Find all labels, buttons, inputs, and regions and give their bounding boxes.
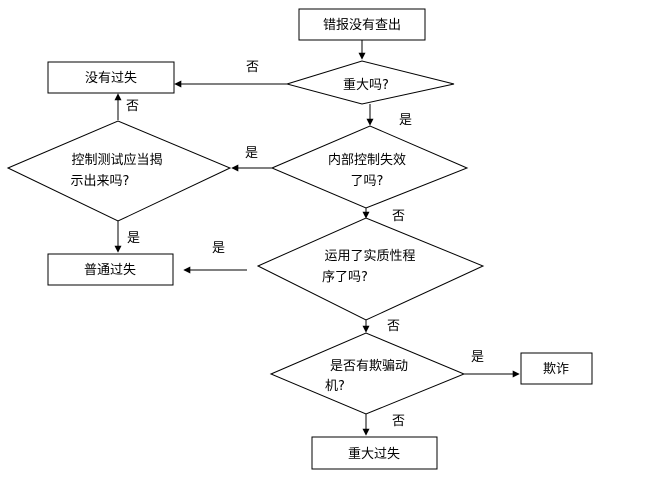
node-ordinary-negligence: 普通过失 [47,253,174,286]
node-no-misstatement: 没有过失 [47,61,175,94]
node-major-question-text: 重大吗? [343,77,389,93]
label-substantive-yes: 是 [212,241,225,256]
node-substantive-question-text-2: 序了吗? [322,270,368,285]
node-fraud-question-text-1: 是否有欺骗动 [330,359,408,374]
node-fraud-question-text-2: 机? [325,379,345,394]
node-gross-negligence: 重大过失 [311,436,438,470]
label-substantive-no: 否 [387,319,400,334]
node-test-question-text-2: 示出来吗? [71,174,130,189]
edges [114,40,520,436]
node-no-misstatement-text: 没有过失 [85,71,137,86]
node-fraud-text: 欺诈 [543,362,569,377]
node-fraud-question: 是否有欺骗动 机? [269,332,466,415]
label-test-yes: 是 [127,231,140,246]
node-substantive-question: 运用了实质性程 序了吗? [256,217,485,321]
node-start-text: 错报没有查出 [323,18,401,33]
label-major-yes: 是 [399,113,412,128]
node-fraud: 欺诈 [520,352,593,385]
label-test-no: 否 [126,99,139,114]
label-major-no: 否 [246,60,259,75]
node-ordinary-negligence-text: 普通过失 [84,263,136,278]
node-control-question-text-2: 了吗? [351,174,384,189]
label-control-no: 否 [392,209,405,224]
node-major-question: 重大吗? [285,60,455,105]
node-test-question-text-1: 控制测试应当揭 [71,152,162,168]
label-fraud-no: 否 [392,414,405,429]
edge-labels: 否 是 是 否 否 是 是 否 是 否 [126,60,484,429]
node-substantive-question-text-1: 运用了实质性程 [324,249,415,264]
label-control-yes: 是 [245,146,258,161]
label-fraud-yes: 是 [471,350,484,365]
node-control-question-text-1: 内部控制失效 [328,152,406,168]
node-gross-negligence-text: 重大过失 [348,446,400,462]
node-control-question: 内部控制失效 了吗? [270,125,469,209]
node-start: 错报没有查出 [298,8,426,41]
node-test-question: 控制测试应当揭 示出来吗? [6,120,232,222]
